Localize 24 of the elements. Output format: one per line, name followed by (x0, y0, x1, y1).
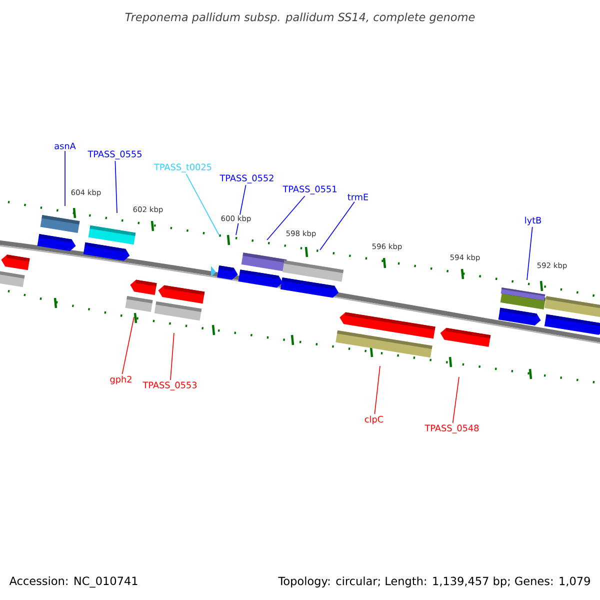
leader-line (374, 366, 380, 414)
gene-label: clpC (364, 416, 384, 424)
accession-text: Accession: NC_010741 (9, 576, 138, 588)
gene-label: TPASS_0552 (220, 174, 274, 184)
gene-label: gph2 (110, 376, 132, 384)
leader-line (320, 202, 355, 250)
leader-line (122, 316, 134, 374)
leader-line (114, 160, 118, 214)
gene-label: lytB (525, 216, 541, 226)
gene-label: trmE (348, 194, 368, 200)
leader-line (452, 376, 460, 424)
leader-line (526, 226, 533, 280)
title: Treponema pallidum subsp. pallidum SS14, complete genome (125, 12, 475, 24)
gene-label: TPASS_0555 (88, 150, 142, 160)
genome-stats-text: Topology: circular; Length: 1,139,457 bp; Genes: 1,079 (278, 576, 590, 588)
leader-line (266, 196, 306, 240)
gene-label: asnA (54, 142, 76, 150)
leader-line (64, 150, 66, 206)
gene-label: TPASS_t0025 (154, 164, 212, 172)
gene-label: TPASS_0548 (424, 424, 479, 434)
gene-label: TPASS_0551 (282, 186, 336, 194)
leader-line (186, 174, 220, 236)
leader-line (170, 332, 174, 380)
gene-label: TPASS_0553 (142, 382, 197, 390)
